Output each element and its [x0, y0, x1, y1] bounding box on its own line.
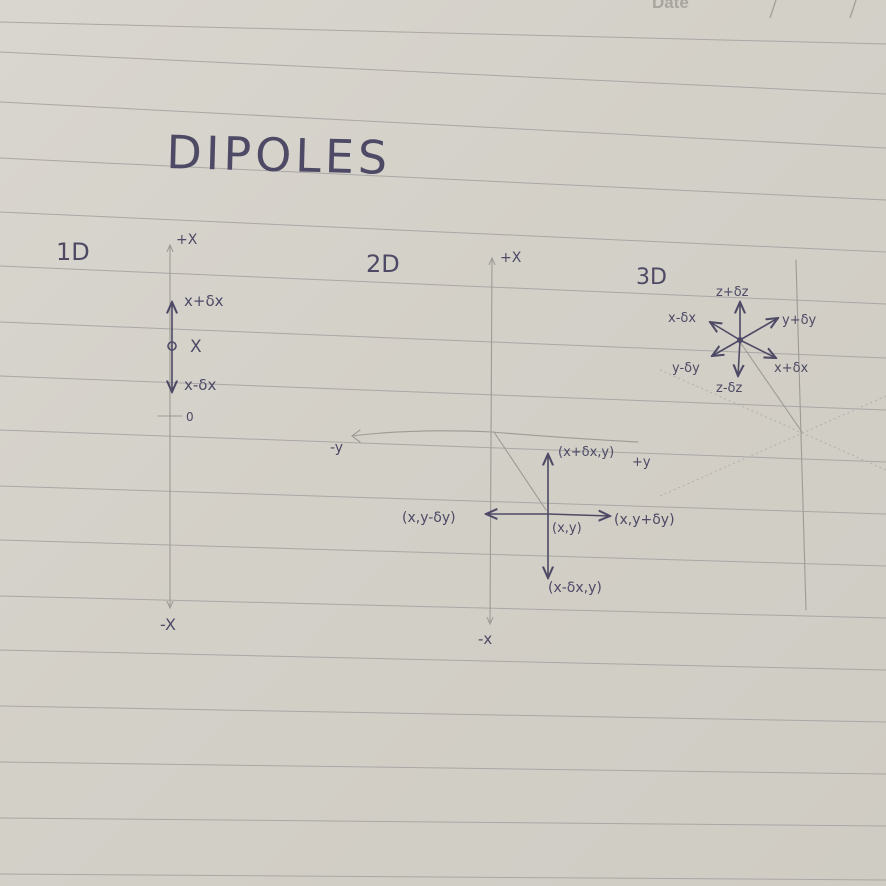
label-2d-right: (x,y+δy) — [614, 512, 675, 528]
label-1d-point: X — [190, 337, 202, 357]
heading-3d: 3D — [636, 265, 667, 290]
point-3d — [737, 337, 743, 343]
axis-2d-horizontal — [351, 430, 639, 443]
section-1d: 1D +X x+δx X x-δx 0 -X — [56, 232, 224, 634]
axis-2d-vertical — [490, 258, 492, 624]
label-2d-bottom: (x-δx,y) — [548, 580, 602, 596]
guide-3d-diagonal — [739, 341, 803, 433]
label-3d-z-minus: z-δz — [716, 381, 742, 396]
label-2d-pos-axis: +X — [500, 250, 522, 266]
label-1d-upper: x+δx — [184, 292, 224, 310]
axis-2d-horizontal-arrow — [351, 429, 361, 443]
label-3d-y-minus: y-δy — [672, 361, 700, 376]
guide-3d-vertical — [795, 259, 807, 611]
label-1d-neg-axis: -X — [160, 615, 176, 634]
date-slash-2 — [849, 0, 857, 19]
guide-3d-perspective-1 — [659, 369, 886, 471]
point-1d — [167, 341, 177, 351]
date-label: Date — [652, 0, 689, 12]
arrow-3d-y-minus — [712, 339, 741, 356]
arrow-3d-x-minus — [710, 322, 741, 341]
date-slash-1 — [769, 0, 777, 19]
label-3d-y-plus: y+δy — [782, 313, 817, 328]
label-3d-x-plus: x+δx — [774, 361, 809, 376]
label-1d-lower: x-δx — [184, 376, 216, 394]
arrow-3d-y-plus — [739, 318, 778, 341]
heading-2d: 2D — [366, 250, 400, 278]
arrow-2d-right — [547, 514, 610, 516]
label-2d-top: (x+δx,y) — [558, 445, 614, 460]
label-2d-left: (x,y-δy) — [402, 510, 456, 526]
ruled-lines — [0, 21, 886, 881]
label-1d-pos-axis: +X — [176, 232, 198, 248]
section-3d: 3D z+δz x-δx y+δy y-δy x+δx z-δz — [636, 259, 886, 611]
page-title: DIPOLES — [166, 125, 392, 185]
guide-2d-diagonal — [493, 431, 547, 511]
label-3d-x-minus: x-δx — [668, 311, 696, 326]
label-2d-neg-axis: -x — [478, 630, 492, 648]
label-3d-z-plus: z+δz — [716, 285, 749, 300]
guide-3d-perspective-2 — [659, 395, 886, 497]
label-2d-pos-y: +y — [632, 455, 651, 470]
heading-1d: 1D — [56, 238, 90, 266]
label-2d-center: (x,y) — [552, 521, 582, 536]
arrow-3d-z-minus — [738, 339, 740, 376]
arrow-3d-x-plus — [739, 339, 776, 358]
label-1d-zero: 0 — [186, 410, 194, 424]
label-2d-neg-y: -y — [330, 440, 343, 456]
section-2d: 2D +X -y (x+δx,y) +y (x,y-δy) (x,y) (x,y… — [330, 250, 675, 648]
